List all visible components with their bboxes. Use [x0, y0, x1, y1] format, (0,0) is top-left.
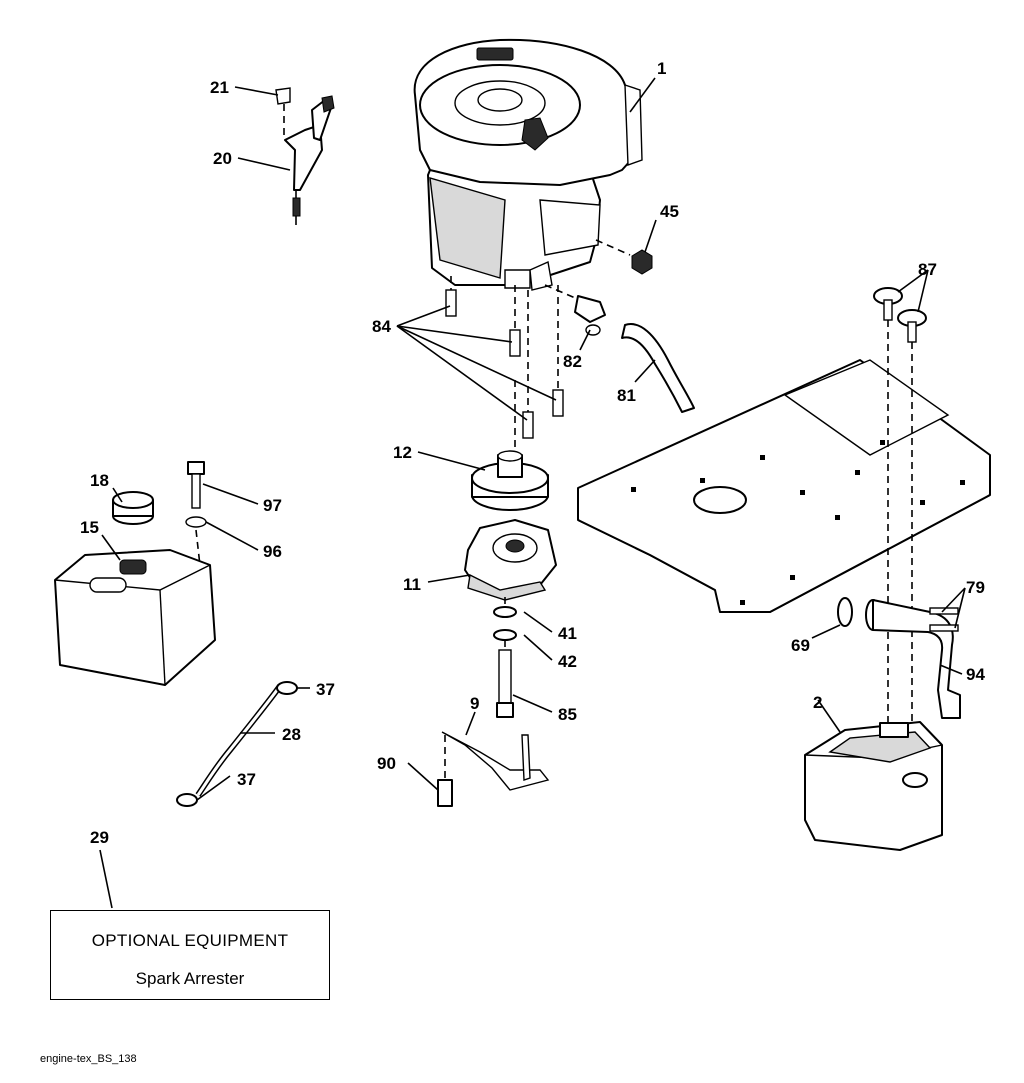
callout-9: 9 — [470, 694, 479, 713]
callout-11: 11 — [403, 575, 421, 594]
callout-85: 85 — [558, 705, 577, 724]
callout-1: 1 — [657, 59, 666, 78]
callout-37a: 37 — [316, 680, 335, 699]
bracket-9 — [437, 731, 550, 807]
throttle-control — [275, 87, 335, 225]
clutch-11 — [464, 519, 557, 601]
callout-28: 28 — [282, 725, 301, 744]
diagram-id-footer: engine-tex_BS_138 — [40, 1053, 137, 1065]
callout-87: 87 — [918, 260, 937, 279]
spark-arrester-label: Spark Arrester — [135, 969, 245, 988]
callout-12: 12 — [393, 443, 412, 462]
callout-18: 18 — [90, 471, 109, 490]
bolts-84 — [445, 276, 564, 439]
bolts-87 — [873, 287, 927, 740]
callout-2: 2 — [813, 693, 822, 712]
optional-equipment-title: OPTIONAL EQUIPMENT — [91, 931, 289, 950]
muffler — [804, 721, 943, 851]
callout-81: 81 — [617, 386, 636, 405]
fuel-tank — [54, 491, 216, 686]
callout-labels: 1 45 21 20 84 82 81 12 11 41 42 85 9 90 … — [80, 59, 985, 847]
leader-lines — [99, 77, 966, 909]
callout-79: 79 — [966, 578, 985, 597]
pulley-12 — [471, 380, 549, 511]
callout-42: 42 — [558, 652, 577, 671]
callout-41: 41 — [558, 624, 577, 643]
callout-69: 69 — [791, 636, 810, 655]
callout-90: 90 — [377, 754, 396, 773]
engine — [413, 38, 643, 291]
callout-37b: 37 — [237, 770, 256, 789]
callout-20: 20 — [213, 149, 232, 168]
washers-and-bolt — [493, 597, 517, 718]
frame — [577, 359, 991, 613]
callout-82: 82 — [563, 352, 582, 371]
optional-equipment-box: OPTIONAL EQUIPMENT Spark Arrester — [50, 910, 330, 1000]
callout-94: 94 — [966, 665, 985, 684]
fuel-fitting-and-hose — [544, 284, 695, 413]
exhaust-pipe — [837, 597, 961, 719]
callout-21: 21 — [210, 78, 229, 97]
nut-45 — [595, 239, 653, 275]
callout-96: 96 — [263, 542, 282, 561]
callout-97: 97 — [263, 496, 282, 515]
callout-29: 29 — [90, 828, 109, 847]
callout-45: 45 — [660, 202, 679, 221]
callout-15: 15 — [80, 518, 99, 537]
callout-84: 84 — [372, 317, 391, 336]
